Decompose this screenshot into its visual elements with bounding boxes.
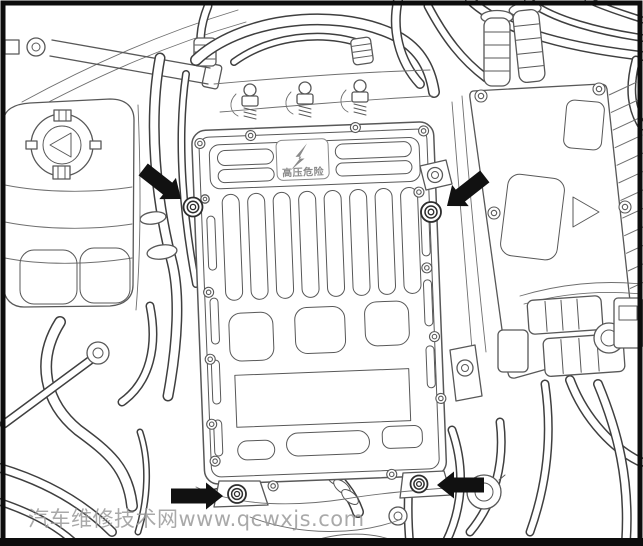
- mounting-bolt-upper-right: [420, 201, 442, 223]
- mid-hoses: [139, 52, 200, 402]
- coolant-warning-triangle-icon: [49, 132, 72, 158]
- hose-connectors: [480, 1, 546, 87]
- lightning-bolt-icon: [290, 143, 307, 171]
- bolt-arrow-upper-left: [138, 163, 181, 200]
- coolant-reservoir: [3, 98, 141, 311]
- bolt-arrow-lower-left: [171, 482, 223, 510]
- image-frame-bottom: [0, 538, 643, 546]
- hv-label-text: 高压危险: [282, 165, 325, 180]
- watermark-text: 汽车维修技术网www.qcwxjs.com: [28, 507, 365, 531]
- coolant-cap: [25, 109, 102, 180]
- high-voltage-warning-label: 高压危险: [275, 138, 330, 181]
- connector-cluster: [461, 282, 643, 546]
- charger-screws: [474, 82, 632, 220]
- bolt-arrow-lower-right: [437, 471, 484, 499]
- mounting-bolt-lower-right: [409, 474, 429, 494]
- side-brackets: [200, 159, 483, 402]
- annotation-layer: [138, 163, 490, 510]
- top-hoses: [4, 0, 643, 131]
- mounting-bolt-lower-left: [227, 484, 247, 504]
- hv-control-unit: 高压危险: [191, 121, 448, 492]
- valve-fittings: [230, 79, 369, 120]
- vent-slots: [221, 187, 422, 301]
- cover-screws: [194, 121, 447, 492]
- unit-label-area: [234, 368, 412, 428]
- charger-triangle-icon: [572, 196, 600, 228]
- bolt-arrow-upper-right: [447, 170, 490, 207]
- mounting-bolt-upper-left: [182, 196, 204, 218]
